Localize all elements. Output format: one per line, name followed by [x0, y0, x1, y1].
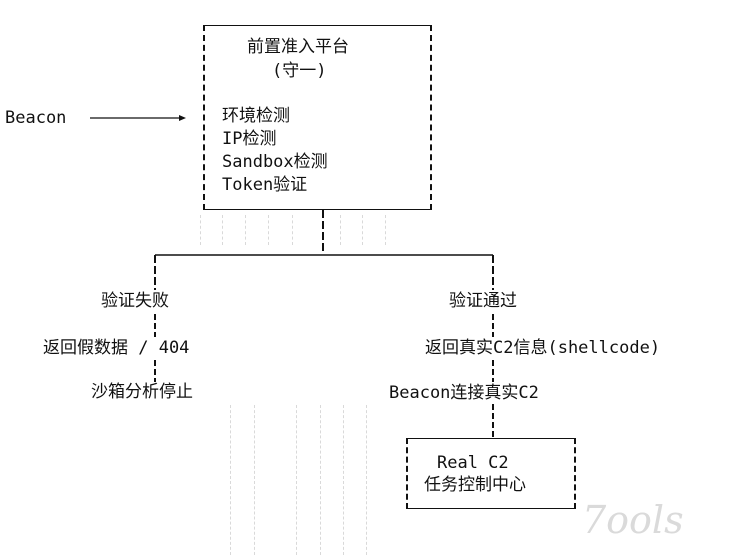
fail-branch-label: 验证失败 [101, 291, 169, 311]
gateway-subtitle: (守一) [272, 61, 327, 81]
real-c2-subtitle: 任务控制中心 [424, 475, 526, 495]
background-guide-line [230, 405, 231, 555]
pass-branch-result: Beacon连接真实C2 [389, 383, 539, 403]
real-c2-title: Real C2 [437, 453, 509, 473]
background-guide-line [296, 405, 297, 555]
background-guide-line [268, 215, 269, 245]
background-guide-line [343, 405, 344, 555]
background-guide-line [320, 405, 321, 555]
beacon-source-label: Beacon [5, 108, 67, 128]
check-ip: IP检测 [222, 129, 277, 149]
background-guide-line [254, 405, 255, 555]
fail-branch-response: 返回假数据 / 404 [43, 338, 190, 358]
gateway-title: 前置准入平台 [247, 37, 349, 57]
background-guide-line [340, 215, 341, 245]
check-sandbox: Sandbox检测 [222, 152, 328, 172]
background-guide-line [362, 215, 363, 245]
background-guide-line [366, 405, 367, 555]
background-guide-line [385, 215, 386, 245]
watermark-logo: 7ools [582, 498, 684, 542]
check-token: Token验证 [222, 175, 308, 195]
background-guide-line [200, 215, 201, 245]
gateway-box [203, 25, 432, 210]
fail-branch-result: 沙箱分析停止 [91, 382, 193, 402]
background-guide-line [245, 215, 246, 245]
pass-branch-response: 返回真实C2信息(shellcode) [425, 338, 661, 358]
beacon-arrowhead [179, 115, 186, 121]
pass-branch-label: 验证通过 [449, 291, 517, 311]
check-environment: 环境检测 [222, 106, 290, 126]
background-guide-line [292, 215, 293, 245]
background-guide-line [222, 215, 223, 245]
real-c2-box [406, 438, 576, 509]
